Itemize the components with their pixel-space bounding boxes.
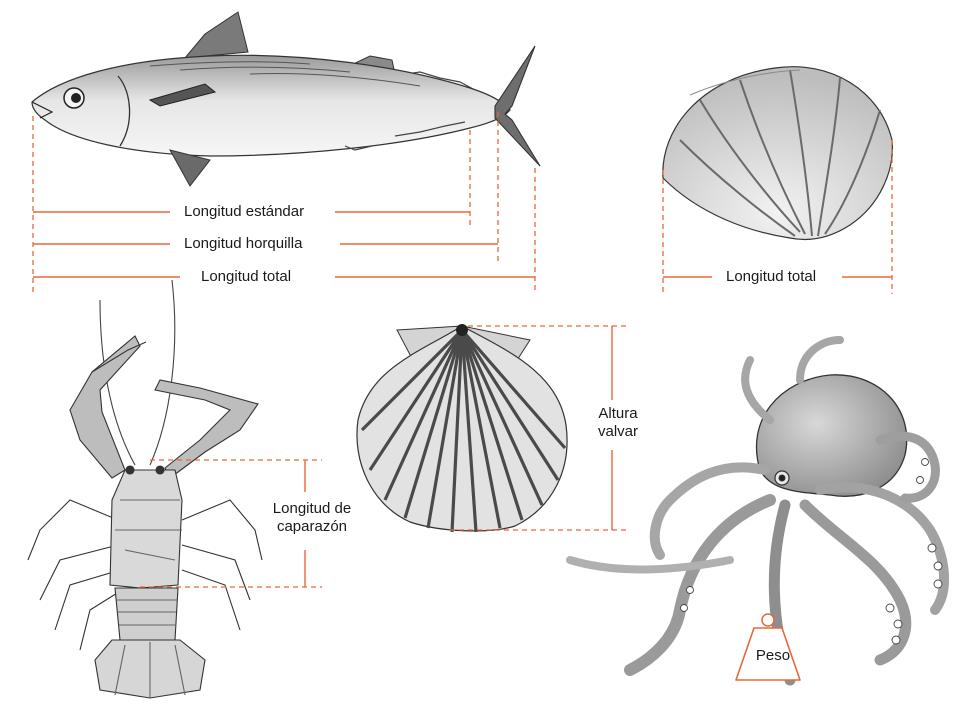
fish-total-length-label: Longitud total (197, 268, 295, 286)
lobster-carapace-length-label: Longitud de caparazón (262, 500, 362, 536)
lobster-carapace-line1: Longitud de (266, 500, 358, 518)
clam-total-length-label: Longitud total (722, 268, 820, 286)
mackerel-illustration (32, 12, 540, 186)
scallop-illustration (357, 324, 567, 532)
lobster-carapace-line2: caparazón (266, 518, 358, 536)
octopus-weight-label: Peso (748, 647, 798, 665)
scallop-valve-height-label: Altura valvar (592, 405, 644, 441)
fish-fork-length-label: Longitud horquilla (180, 235, 306, 253)
scallop-valve-height-line2: valvar (596, 423, 640, 441)
clam-illustration (663, 67, 893, 240)
scallop-valve-height-line1: Altura (596, 405, 640, 423)
lobster-illustration (28, 280, 262, 698)
fish-standard-length-label: Longitud estándar (180, 203, 308, 221)
